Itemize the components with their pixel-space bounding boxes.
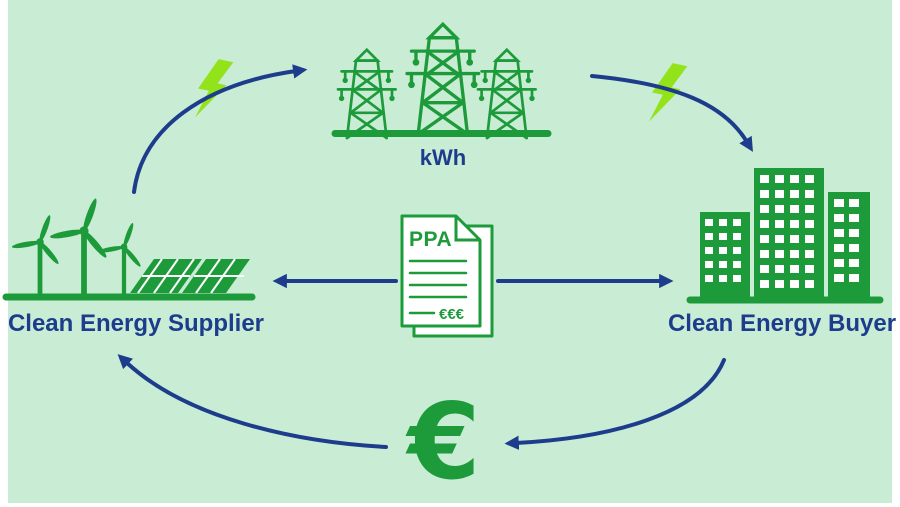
solar-panel-icon bbox=[130, 258, 250, 294]
document-fold-corner bbox=[454, 216, 480, 242]
ppa-price: €€€ bbox=[439, 306, 465, 323]
wind-turbines-solar-panels-icon bbox=[2, 197, 256, 301]
kwh-label: kWh bbox=[420, 145, 466, 170]
euro-icon: € bbox=[405, 381, 480, 503]
office-buildings-icon bbox=[686, 168, 884, 304]
arrow-euro-to-supplier bbox=[117, 354, 388, 449]
ppa-document-icon: PPA €€€ bbox=[400, 214, 494, 338]
document-front-sheet bbox=[400, 214, 482, 328]
arrow-buyer-to-euro bbox=[504, 358, 726, 451]
transmission-towers-icon bbox=[331, 22, 552, 140]
document-text-lines bbox=[408, 259, 468, 315]
arrow-grid-to-buyer bbox=[590, 74, 753, 152]
ppa-title: PPA bbox=[409, 228, 452, 251]
supplier-label: Clean Energy Supplier bbox=[8, 310, 264, 337]
arrow-supplier-to-grid bbox=[132, 64, 308, 194]
buyer-label: Clean Energy Buyer bbox=[668, 310, 896, 337]
